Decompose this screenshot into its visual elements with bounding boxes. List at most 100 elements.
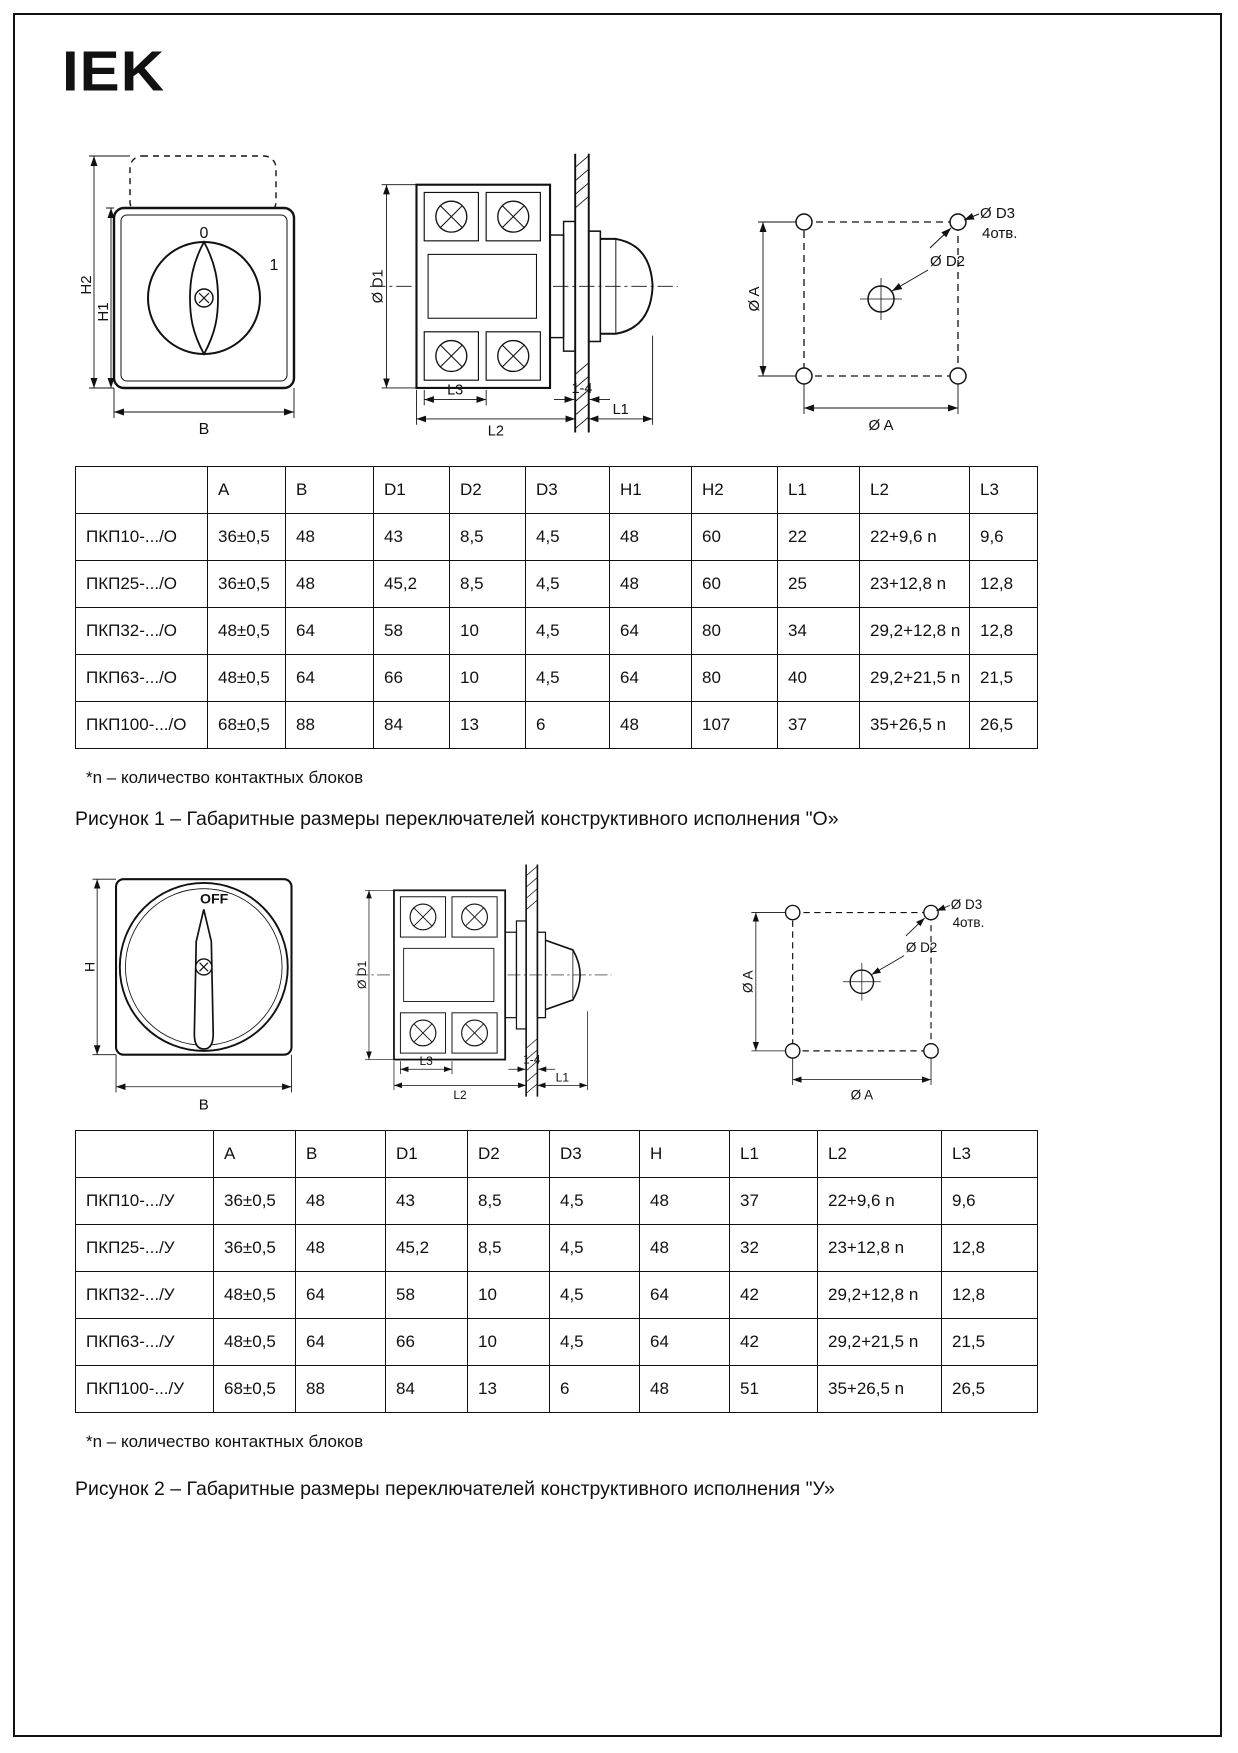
table-cell: 10 bbox=[449, 654, 526, 702]
table-cell: 88 bbox=[285, 701, 374, 749]
table-cell: 48±0,5 bbox=[207, 607, 286, 655]
table-cell: 40 bbox=[777, 654, 860, 702]
table-cell: 48 bbox=[609, 560, 692, 608]
table-header-cell: L1 bbox=[777, 466, 860, 514]
table-header-cell: B bbox=[285, 466, 374, 514]
dim-d2-label: Ø D2 bbox=[906, 940, 937, 955]
terminal-screw bbox=[435, 200, 468, 233]
table-cell: 10 bbox=[467, 1318, 550, 1366]
dim-b-label: B bbox=[199, 421, 210, 438]
corner-hole bbox=[795, 367, 813, 385]
side-view-drawing-o: Ø D1 L3 L2 1-4 L1 bbox=[370, 153, 678, 439]
corner-hole bbox=[923, 1043, 939, 1059]
panel-hatching bbox=[525, 865, 538, 1094]
table-cell: 64 bbox=[285, 607, 374, 655]
dim-h-label: H bbox=[82, 962, 97, 972]
dim-l1-label: L1 bbox=[613, 402, 629, 418]
row-label-cell: ПКП32-.../У bbox=[75, 1271, 214, 1319]
panel-thickness-label: 1-4 bbox=[571, 381, 592, 397]
table-cell: 36±0,5 bbox=[213, 1224, 296, 1272]
table-cell: 42 bbox=[729, 1271, 818, 1319]
footnote-2: *n – количество контактных блоков bbox=[86, 1432, 364, 1451]
table-cell: 21,5 bbox=[969, 654, 1038, 702]
table-cell: 48±0,5 bbox=[213, 1271, 296, 1319]
terminal-screw bbox=[461, 1019, 489, 1047]
switch-body bbox=[393, 889, 507, 1061]
table-cell: 84 bbox=[385, 1365, 468, 1413]
row-label-cell: ПКП10-.../О bbox=[75, 513, 208, 561]
table-cell: 43 bbox=[373, 513, 450, 561]
table-cell: 35+26,5 n bbox=[817, 1365, 942, 1413]
terminal-screw bbox=[497, 200, 530, 233]
dim-a-horizontal-label: Ø A bbox=[868, 417, 893, 434]
knob-flange bbox=[536, 931, 547, 1019]
row-label-cell: ПКП25-.../У bbox=[75, 1224, 214, 1272]
table-cell: 88 bbox=[295, 1365, 386, 1413]
holes-count-label: 4отв. bbox=[982, 225, 1017, 242]
table-cell: 6 bbox=[525, 701, 610, 749]
panel-thickness-label: 1-4 bbox=[523, 1053, 541, 1067]
table-cell: 48 bbox=[609, 513, 692, 561]
corner-hole bbox=[795, 213, 813, 231]
holes-count-label: 4отв. bbox=[953, 915, 985, 930]
table-cell: 42 bbox=[729, 1318, 818, 1366]
table-cell: 48 bbox=[295, 1177, 386, 1225]
dim-h2-label: H2 bbox=[78, 275, 95, 294]
table-cell: 48 bbox=[639, 1177, 730, 1225]
front-view-drawing-o: 0 1 H2 H1 B bbox=[78, 155, 296, 438]
table-header-cell: H2 bbox=[691, 466, 778, 514]
terminal-screw bbox=[497, 339, 530, 373]
table-cell: 4,5 bbox=[549, 1318, 640, 1366]
table-cell: 48 bbox=[639, 1365, 730, 1413]
off-position-label: OFF bbox=[200, 891, 229, 907]
table-cell: 68±0,5 bbox=[207, 701, 286, 749]
dim-extension-lines bbox=[92, 878, 292, 1093]
hole-pattern-square bbox=[792, 911, 932, 1052]
table-cell: 80 bbox=[691, 654, 778, 702]
table-cell: 8,5 bbox=[467, 1177, 550, 1225]
table-cell: 13 bbox=[467, 1365, 550, 1413]
table-cell: 29,2+21,5 n bbox=[859, 654, 970, 702]
dim-b-label: B bbox=[199, 1096, 209, 1113]
corner-hole bbox=[923, 904, 939, 921]
table-cell: 23+12,8 n bbox=[817, 1224, 942, 1272]
table-cell: 45,2 bbox=[373, 560, 450, 608]
table-cell: 4,5 bbox=[525, 654, 610, 702]
table-cell: 60 bbox=[691, 513, 778, 561]
table-header-cell: D1 bbox=[373, 466, 450, 514]
table-header-cell: D2 bbox=[449, 466, 526, 514]
dim-d2-label: Ø D2 bbox=[930, 253, 965, 270]
table-cell: 48 bbox=[639, 1224, 730, 1272]
dim-extension-lines bbox=[758, 221, 959, 414]
terminal-screw bbox=[409, 1019, 437, 1047]
table-cell: 34 bbox=[777, 607, 860, 655]
table-cell: 22+9,6 n bbox=[817, 1177, 942, 1225]
row-label-cell: ПКП32-.../О bbox=[75, 607, 208, 655]
dim-d1-label: Ø D1 bbox=[355, 961, 369, 989]
table-cell: 29,2+12,8 n bbox=[817, 1271, 942, 1319]
corner-hole bbox=[784, 1043, 801, 1059]
table-cell: 9,6 bbox=[969, 513, 1038, 561]
mounting-holes-drawing-o: Ø D2 Ø D3 4отв. Ø A Ø A bbox=[746, 205, 1017, 434]
table-header-cell: D1 bbox=[385, 1130, 468, 1178]
table-header-cell: H bbox=[639, 1130, 730, 1178]
table-cell: 48 bbox=[295, 1224, 386, 1272]
terminal-screw bbox=[409, 903, 437, 931]
table-cell: 48 bbox=[609, 701, 692, 749]
figure-1-caption: Рисунок 1 – Габаритные размеры переключа… bbox=[75, 808, 839, 830]
table-cell: 68±0,5 bbox=[213, 1365, 296, 1413]
leader-d2 bbox=[891, 269, 929, 292]
table-cell: 8,5 bbox=[449, 513, 526, 561]
table-cell: 48 bbox=[285, 560, 374, 608]
dim-l2-label: L2 bbox=[453, 1088, 467, 1102]
row-label-cell: ПКП100-.../О bbox=[75, 701, 208, 749]
mounting-holes-drawing-u: Ø D2 Ø D3 4отв. Ø A Ø A bbox=[740, 897, 985, 1102]
